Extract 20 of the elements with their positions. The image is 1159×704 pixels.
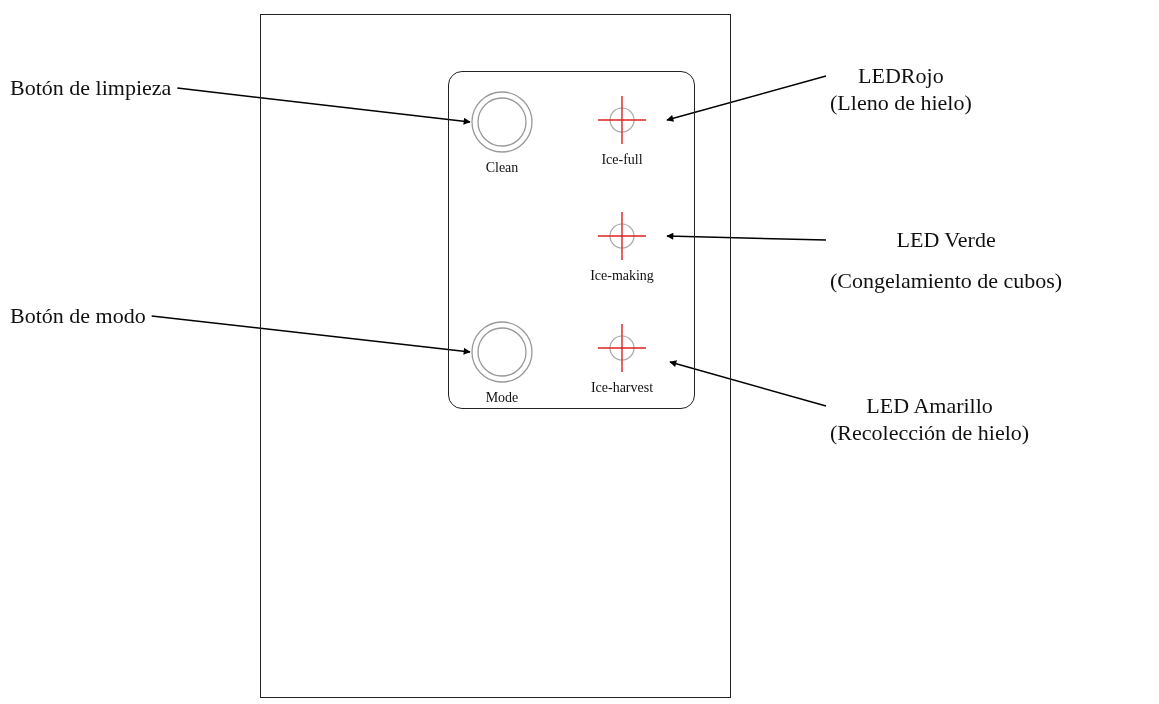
leader-arrow [666,232,827,241]
callout-label: LED Amarillo [866,392,993,419]
leader-arrow [176,87,471,125]
callout-description: (Congelamiento de cubos) [830,267,1063,294]
leader-arrow [669,360,827,407]
leader-arrow [150,315,471,355]
callout-description: (Recolección de hielo) [830,419,1030,446]
panel-outline [260,14,731,698]
callout-label: Botón de modo [10,302,146,329]
control-label: Ice-making [590,267,654,285]
callout-label: Botón de limpieza [10,74,172,101]
control-label: Ice-harvest [590,379,654,397]
callout-label: LED Verde [896,226,996,253]
control-panel [448,71,695,409]
control-label: Ice-full [601,151,643,169]
callout-label: LEDRojo [858,62,944,89]
control-label: Clean [485,159,519,177]
control-label: Mode [485,389,519,407]
leader-arrow [666,75,827,122]
callout-description: (Lleno de hielo) [830,89,972,116]
